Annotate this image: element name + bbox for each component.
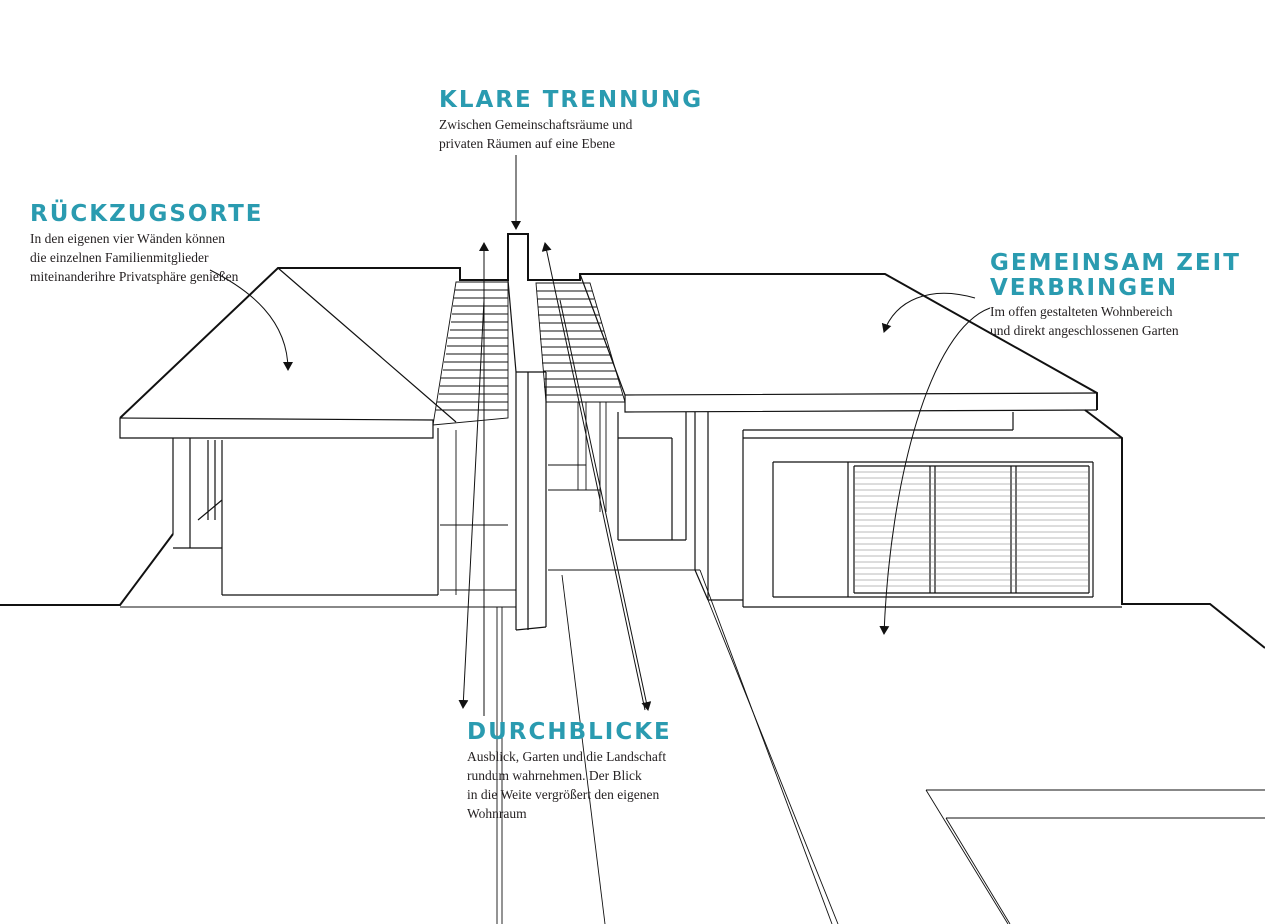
callout-gemeinsam-zeit: GEMEINSAM ZEIT VERBRINGEN Im offen gesta… xyxy=(990,251,1241,340)
durchblick-arrow-down-right xyxy=(559,299,652,711)
left-pergola xyxy=(432,281,516,595)
callout-rueckzugsorte: RÜCKZUGSORTE In den eigenen vier Wänden … xyxy=(30,202,264,286)
right-roof xyxy=(579,273,1122,608)
central-wall xyxy=(507,279,547,631)
annotation-arrows xyxy=(209,155,991,716)
ground-lines xyxy=(120,569,839,924)
gemeinsam-title: GEMEINSAM ZEIT VERBRINGEN xyxy=(990,250,1241,301)
right-pergola xyxy=(535,282,700,571)
klare-trennung-text: Zwischen Gemeinschaftsräume und privaten… xyxy=(439,117,633,151)
callout-klare-trennung: KLARE TRENNUNG Zwischen Gemeinschaftsräu… xyxy=(439,88,703,153)
left-roof xyxy=(119,267,457,596)
gemeinsam-text: Im offen gestalteten Wohnbereich und dir… xyxy=(990,304,1179,338)
shutter-slats xyxy=(855,471,1088,587)
pool-outline xyxy=(925,789,1265,924)
gemeinsam-arrow-top xyxy=(881,292,976,333)
callout-durchblicke: DURCHBLICKE Ausblick, Garten und die Lan… xyxy=(467,720,672,823)
klare-trennung-title: KLARE TRENNUNG xyxy=(439,87,704,113)
durchblick-arrow-down-left xyxy=(458,299,485,709)
gemeinsam-arrow-down xyxy=(879,307,991,635)
durchblick-arrow-up-right xyxy=(541,242,646,711)
rueckzugsorte-text: In den eigenen vier Wänden können die ei… xyxy=(30,231,239,284)
house-silhouette xyxy=(0,233,1265,649)
durchblicke-text: Ausblick, Garten und die Landschaft rund… xyxy=(467,749,667,821)
durchblicke-title: DURCHBLICKE xyxy=(467,719,672,745)
rueckzug-arrow xyxy=(209,269,293,371)
rueckzugsorte-title: RÜCKZUGSORTE xyxy=(30,201,264,227)
